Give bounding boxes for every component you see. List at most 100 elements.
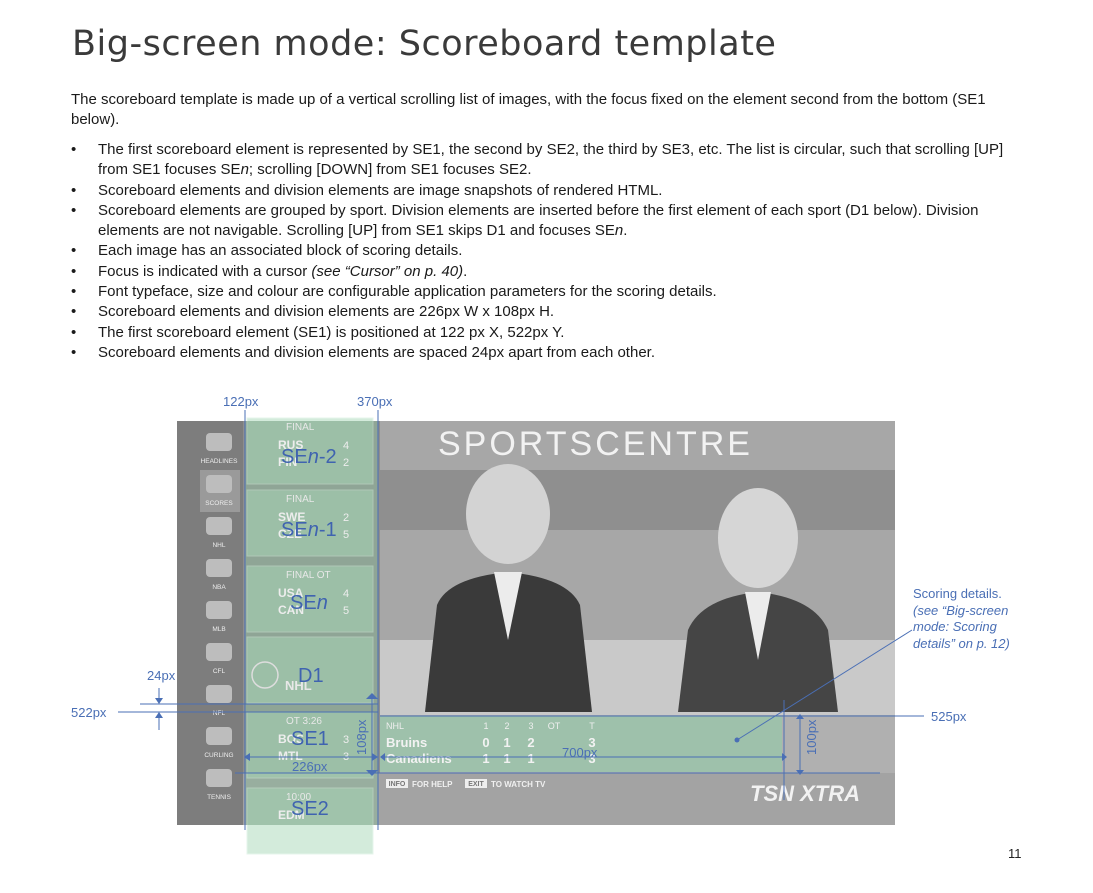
- dim-x-370: 370px: [357, 394, 393, 409]
- tile-score: 3: [343, 734, 349, 746]
- curling-icon: [206, 727, 232, 745]
- details-period-header: OT: [548, 721, 561, 731]
- tile-team: EDM: [278, 808, 305, 822]
- sidebar-label: CFL: [213, 668, 226, 675]
- label-se-n-minus-2: SEn-2: [281, 446, 337, 468]
- dim-gap-24: 24px: [147, 668, 176, 683]
- sidebar-label: TENNIS: [207, 794, 232, 801]
- scoring-details-highlight: [380, 716, 782, 772]
- intro-paragraph: The scoreboard template is made up of a …: [71, 91, 986, 128]
- bullet-item: Focus is indicated with a cursor (see “C…: [71, 262, 1026, 283]
- sidebar-label: CURLING: [204, 752, 233, 759]
- dim-y-522: 522px: [71, 705, 107, 720]
- tile-team: BOS: [278, 732, 304, 746]
- tile-score: 2: [343, 512, 349, 524]
- tile-score: 5: [343, 529, 349, 541]
- bullet-item: The first scoreboard element (SE1) is po…: [71, 323, 1026, 344]
- sidebar-label: MLB: [212, 626, 225, 633]
- tile-score: 2: [343, 457, 349, 469]
- annotation-arrows: [155, 693, 804, 776]
- label-se1: SE1: [291, 728, 329, 750]
- nhl-logo-icon: [251, 661, 279, 689]
- details-period-score: 1: [503, 751, 510, 766]
- scoreboard-tile: NHL: [246, 636, 374, 704]
- dim-y-525: 525px: [931, 709, 967, 724]
- news-anchors-image: [425, 464, 838, 712]
- label-se-n: SEn: [290, 592, 328, 614]
- sidebar-item: NBA: [206, 559, 232, 591]
- sidebar-label: NHL: [212, 542, 225, 549]
- bullet-item: Each image has an associated block of sc…: [71, 241, 1026, 262]
- tile-status: FINAL: [286, 494, 315, 505]
- sportscentre-banner: SPORTSCENTRE: [438, 425, 753, 463]
- nba-logo-icon: [206, 559, 232, 577]
- label-d1: D1: [298, 665, 324, 687]
- sidebar-label: SCORES: [205, 500, 233, 507]
- note-reference-line-3: details” on p. 12): [913, 636, 1010, 651]
- note-reference-line-1: (see “Big-screen: [913, 603, 1008, 618]
- details-period-score: 2: [527, 735, 534, 750]
- details-period-score: 3: [588, 735, 595, 750]
- tile-score: 4: [343, 588, 349, 600]
- page-title: Big-screen mode: Scoreboard template: [72, 24, 777, 64]
- bullet-item: Font typeface, size and colour are confi…: [71, 282, 1026, 303]
- sidebar-item: MLB: [206, 601, 232, 633]
- tile-team: FIN: [278, 455, 297, 469]
- sidebar-item: CFL: [206, 643, 232, 675]
- details-team: Bruins: [386, 735, 427, 750]
- requirements-list: The first scoreboard element is represen…: [71, 140, 1026, 364]
- page-number: 11: [1008, 846, 1022, 861]
- tile-team: CZE: [278, 527, 302, 541]
- details-league: NHL: [386, 721, 404, 731]
- tile-status: FINAL OT: [286, 570, 331, 581]
- dim-height-108: 108px: [354, 719, 369, 755]
- tile-team: CAN: [278, 603, 304, 617]
- details-period-header: 1: [483, 721, 488, 731]
- hint-text: FOR HELP: [412, 780, 453, 789]
- details-period-score: 1: [503, 735, 510, 750]
- label-se-n-minus-1: SEn-1: [281, 519, 337, 541]
- sidebar-label: NFL: [213, 710, 226, 717]
- tile-team: USA: [278, 586, 304, 600]
- tile-team: SWE: [278, 510, 305, 524]
- hint-key-badge: [465, 779, 487, 788]
- details-period-score: 0: [482, 735, 489, 750]
- tile-status: OT 3:26: [286, 716, 322, 727]
- nfl-logo-icon: [206, 685, 232, 703]
- tile-score: 4: [343, 440, 349, 452]
- dim-height-100: 100px: [804, 719, 819, 755]
- nhl-logo-icon: [206, 517, 232, 535]
- dim-x-122: 122px: [223, 394, 259, 409]
- details-period-score: 1: [482, 751, 489, 766]
- sidebar-item: HEADLINES: [201, 433, 239, 465]
- bullet-item: Scoreboard elements are grouped by sport…: [71, 201, 1026, 242]
- tile-score: 5: [343, 605, 349, 617]
- note-reference-line-2: mode: Scoring: [913, 619, 998, 634]
- sc-logo-icon: [206, 433, 232, 451]
- tile-status: FINAL: [286, 422, 315, 433]
- bullet-item: The first scoreboard element is represen…: [71, 140, 1026, 181]
- tile-status: 10:00: [286, 792, 311, 803]
- hint-text: TO WATCH TV: [491, 780, 546, 789]
- mlb-logo-icon: [206, 601, 232, 619]
- sidebar-item: SCORES: [205, 475, 233, 507]
- bullet-item: Scoreboard elements and division element…: [71, 343, 1026, 364]
- division-label: NHL: [285, 678, 312, 693]
- label-se2: SE2: [291, 798, 329, 820]
- sidebar-label: HEADLINES: [201, 458, 239, 465]
- sidebar-label: NBA: [212, 584, 226, 591]
- tile-team: MTL: [278, 749, 303, 763]
- tile-team: RUS: [278, 438, 303, 452]
- annotation-lines: [118, 410, 924, 830]
- hint-key: INFO: [389, 781, 406, 788]
- dim-width-226: 226px: [292, 759, 328, 774]
- sidebar-item: NFL: [206, 685, 232, 717]
- bullet-item: Scoreboard elements and division element…: [71, 302, 1026, 323]
- sidebar-item: TENNIS: [206, 769, 232, 801]
